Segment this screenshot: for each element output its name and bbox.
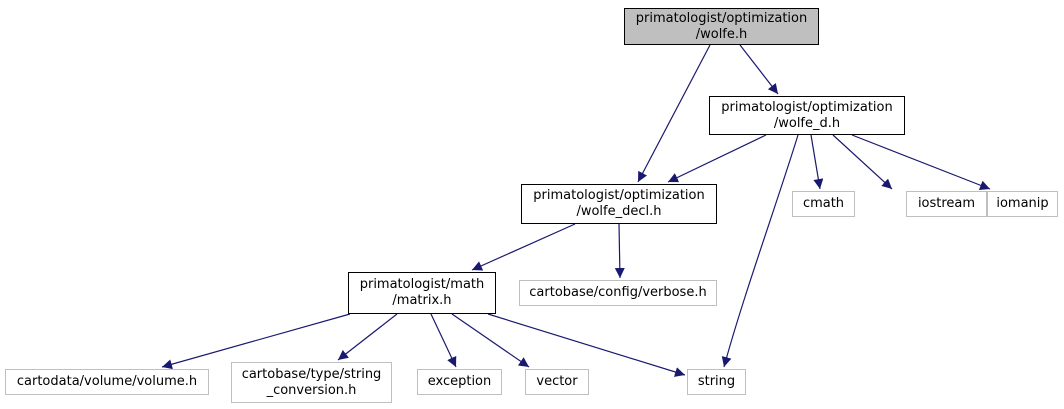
node-iostream[interactable]: iostream bbox=[906, 191, 987, 217]
node-wolfe-decl-h-line-1: primatologist/optimization bbox=[533, 188, 705, 203]
edge-matrix-h-to-exception bbox=[430, 313, 457, 368]
node-wolfe-d-h[interactable]: primatologist/optimization /wolfe_d.h bbox=[709, 96, 905, 135]
node-iostream-label: iostream bbox=[917, 196, 976, 211]
node-iomanip[interactable]: iomanip bbox=[987, 191, 1058, 217]
node-vector[interactable]: vector bbox=[525, 369, 589, 395]
edge-wolfe-d-h-to-iomanip bbox=[851, 134, 991, 191]
node-string-conversion-h-line-1: cartobase/type/string bbox=[241, 366, 382, 382]
node-exception[interactable]: exception bbox=[417, 369, 502, 395]
node-cmath-label: cmath bbox=[802, 196, 845, 211]
node-string-conversion-h-line-2: _conversion.h bbox=[266, 382, 357, 398]
node-cmath[interactable]: cmath bbox=[792, 191, 855, 217]
edge-wolfe-d-h-to-wolfe-decl-h bbox=[667, 134, 767, 183]
node-wolfe-d-h-line-1: primatologist/optimization bbox=[721, 99, 893, 115]
node-exception-label: exception bbox=[427, 374, 492, 389]
edge-wolfe-d-h-to-string bbox=[721, 134, 799, 368]
node-wolfe-d-h-line-2: /wolfe_d.h bbox=[773, 115, 841, 131]
node-matrix-h-line-2: /matrix.h bbox=[392, 293, 452, 308]
node-iomanip-label: iomanip bbox=[996, 196, 1049, 211]
edge-matrix-h-to-string bbox=[487, 313, 686, 377]
node-string-label: string bbox=[697, 374, 736, 389]
node-wolfe-h-line-1: primatologist/optimization bbox=[635, 10, 808, 26]
edge-wolfe-h-to-wolfe-d-h bbox=[739, 44, 779, 95]
node-verbose-h-label: cartobase/config/verbose.h bbox=[529, 285, 707, 300]
edge-wolfe-d-h-to-cmath bbox=[810, 134, 824, 190]
node-string-conversion-h[interactable]: cartobase/type/string _conversion.h bbox=[231, 362, 392, 403]
edge-wolfe-decl-h-to-matrix-h bbox=[471, 223, 576, 271]
node-wolfe-decl-h-line-2: /wolfe_decl.h bbox=[576, 204, 662, 219]
edge-matrix-h-to-vector bbox=[451, 313, 530, 368]
edge-wolfe-h-to-wolfe-decl-h bbox=[637, 44, 711, 183]
node-volume-h[interactable]: cartodata/volume/volume.h bbox=[5, 369, 209, 395]
node-string[interactable]: string bbox=[687, 369, 746, 395]
node-verbose-h[interactable]: cartobase/config/verbose.h bbox=[519, 280, 717, 306]
edge-wolfe-decl-h-to-verbose-h bbox=[614, 223, 625, 279]
node-volume-h-label: cartodata/volume/volume.h bbox=[16, 374, 198, 389]
node-matrix-h-line-1: primatologist/math bbox=[359, 277, 485, 292]
node-matrix-h[interactable]: primatologist/math /matrix.h bbox=[348, 272, 496, 314]
node-wolfe-h-line-2: /wolfe.h bbox=[695, 26, 748, 42]
edge-wolfe-d-h-to-iostream bbox=[832, 134, 893, 190]
edge-matrix-h-to-volume-h bbox=[161, 313, 351, 370]
node-wolfe-h[interactable]: primatologist/optimization /wolfe.h bbox=[624, 8, 819, 45]
edge-matrix-h-to-string-conversion-h bbox=[337, 313, 398, 361]
node-vector-label: vector bbox=[536, 374, 578, 389]
node-wolfe-decl-h[interactable]: primatologist/optimization /wolfe_decl.h bbox=[521, 184, 717, 224]
